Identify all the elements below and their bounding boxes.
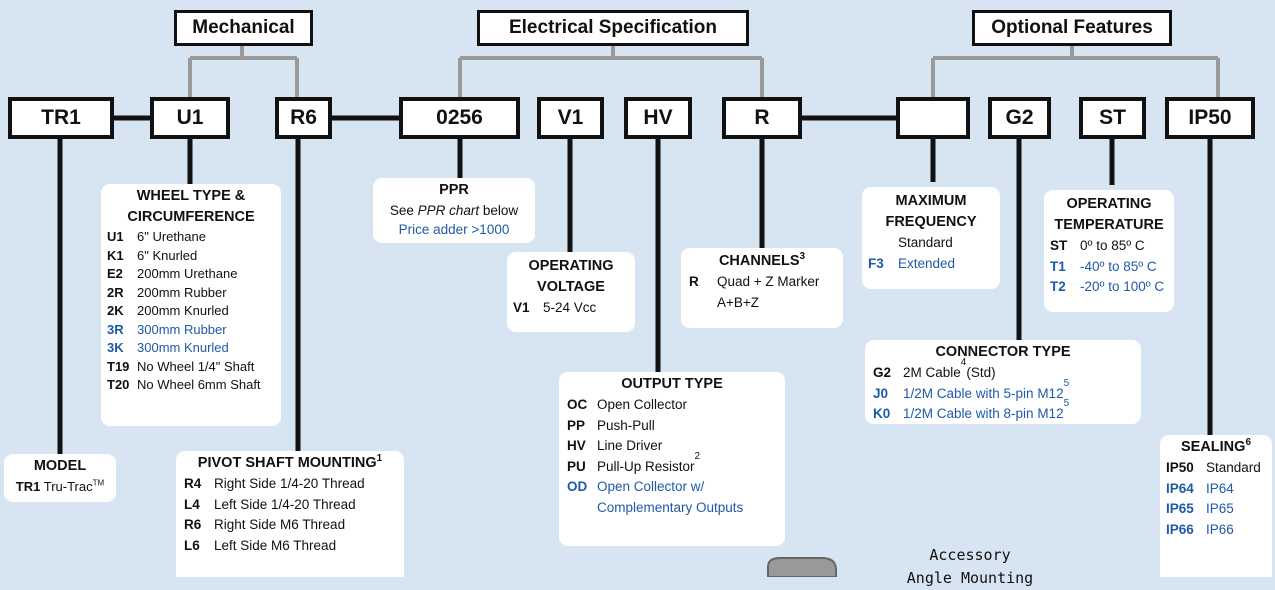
code-channels: R xyxy=(722,97,802,139)
frequency-title-2: FREQUENCY xyxy=(885,214,977,230)
model-box: MODEL TR1 Tru-TracTM xyxy=(4,454,116,502)
frequency-title: MAXIMUM xyxy=(895,193,967,209)
code-output: HV xyxy=(624,97,692,139)
accessory-caption: Accessory Angle Mounting xyxy=(906,546,1034,587)
temperature-title-2: TEMPERATURE xyxy=(1054,217,1164,233)
voltage-title-2: VOLTAGE xyxy=(537,279,605,295)
channels-option-detail: A+B+Z xyxy=(717,294,760,310)
code-frequency xyxy=(896,97,970,139)
temperature-option-optional: T2-20º to 100º C xyxy=(1050,279,1165,294)
code-ppr: 0256 xyxy=(399,97,520,139)
code-temperature: ST xyxy=(1079,97,1146,139)
code-voltage: V1 xyxy=(537,97,604,139)
code-sealing: IP50 xyxy=(1165,97,1255,139)
code-mount: R6 xyxy=(275,97,332,139)
temperature-option-optional: T1-40º to 85º C xyxy=(1050,258,1157,274)
electrical-header: Electrical Specification xyxy=(477,10,749,46)
channels-title: CHANNELS3 xyxy=(718,251,806,269)
accessory-bracket-icon xyxy=(767,557,837,577)
connector-title: CONNECTOR TYPE xyxy=(935,344,1071,360)
wheel-type-title: WHEEL TYPE & xyxy=(136,188,246,204)
mounting-title: PIVOT SHAFT MOUNTING1 xyxy=(197,453,383,471)
ppr-box: PPR See PPR chart below Price adder >100… xyxy=(373,178,535,243)
model-option: TR1 Tru-TracTM xyxy=(15,478,105,494)
temperature-title: OPERATING xyxy=(1066,196,1152,212)
output-type-title: OUTPUT TYPE xyxy=(621,376,723,392)
output-option-optional-detail: Complementary Outputs xyxy=(597,499,744,515)
mechanical-header: Mechanical xyxy=(174,10,313,46)
code-model: TR1 xyxy=(8,97,114,139)
wheel-type-title-2: CIRCUMFERENCE xyxy=(127,209,255,225)
frequency-standard: Standard xyxy=(898,235,953,250)
optional-header: Optional Features xyxy=(972,10,1172,46)
code-wheel: U1 xyxy=(150,97,230,139)
ppr-chart-note: See PPR chart below xyxy=(389,203,519,218)
ppr-title: PPR xyxy=(439,182,469,198)
ppr-price-adder: Price adder >1000 xyxy=(398,222,510,237)
sealing-title: SEALING6 xyxy=(1180,437,1251,455)
connector-lines xyxy=(57,46,1220,577)
code-connector: G2 xyxy=(988,97,1051,139)
model-title: MODEL xyxy=(33,458,87,474)
voltage-title: OPERATING xyxy=(528,258,614,274)
